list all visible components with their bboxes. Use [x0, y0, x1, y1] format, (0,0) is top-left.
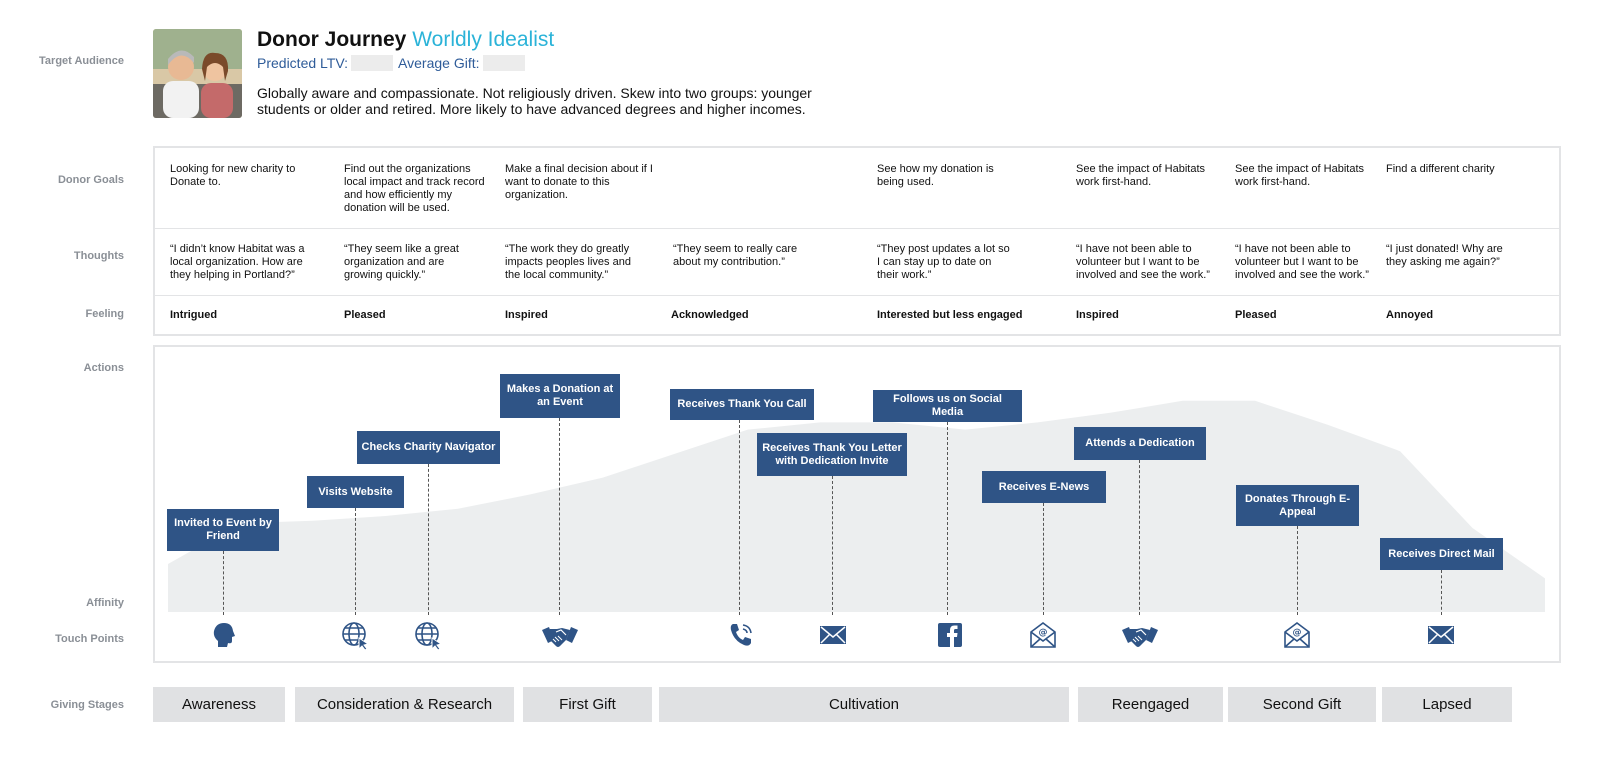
persona-photo: [153, 29, 242, 118]
facebook-icon: [938, 623, 962, 647]
persona-description: Globally aware and compassionate. Not re…: [257, 85, 812, 117]
goal-cell: See the impact of Habitats work first-ha…: [1235, 163, 1365, 188]
thought-cell: “I have not been able to volunteer but I…: [1235, 243, 1369, 281]
feeling-cell: Acknowledged: [671, 309, 749, 321]
connector-line: [1043, 503, 1044, 615]
connector-line: [1441, 570, 1442, 615]
svg-text:@: @: [1293, 628, 1302, 638]
action-box[interactable]: Receives E-News: [982, 471, 1106, 503]
action-box[interactable]: Follows us on Social Media: [873, 390, 1022, 422]
action-box[interactable]: Checks Charity Navigator: [357, 431, 500, 464]
connector-line: [832, 476, 833, 615]
ltv-value-placeholder: [351, 55, 394, 71]
web-icon: [415, 622, 443, 650]
goal-cell: See the impact of Habitats work first-ha…: [1076, 163, 1206, 188]
ltv-label: Predicted LTV:: [257, 55, 349, 71]
row-label-affinity: Affinity: [86, 597, 124, 609]
row-label-actions: Actions: [83, 362, 124, 374]
stage-cultivation: Cultivation: [659, 687, 1069, 722]
connector-line: [559, 418, 560, 615]
svg-text:@: @: [1039, 628, 1048, 638]
title-persona: Worldly Idealist: [412, 28, 555, 51]
connector-line: [739, 420, 740, 615]
action-box[interactable]: Donates Through E-Appeal: [1236, 485, 1359, 526]
title-main: Donor Journey: [257, 28, 407, 51]
mail-icon: [1428, 626, 1454, 644]
row-label-touch-points: Touch Points: [55, 633, 124, 645]
feeling-cell: Interested but less engaged: [877, 309, 1023, 321]
stage-awareness: Awareness: [153, 687, 285, 722]
action-box[interactable]: Receives Thank You Letter with Dedicatio…: [757, 433, 907, 476]
phone-icon: [730, 624, 752, 646]
connector-line: [947, 422, 948, 615]
goal-cell: See how my donation is being used.: [877, 163, 994, 188]
row-label-donor-goals: Donor Goals: [57, 174, 124, 186]
thoughts-divider: [155, 295, 1560, 296]
row-label-thoughts: Thoughts: [73, 250, 124, 262]
row-label-feeling: Feeling: [85, 308, 124, 320]
row-label-giving-stages: Giving Stages: [50, 699, 124, 711]
row-label-target-audience: Target Audience: [39, 55, 124, 67]
goals-divider: [155, 228, 1560, 229]
feeling-cell: Intrigued: [170, 309, 218, 321]
handshake-icon: [1122, 627, 1158, 647]
action-box[interactable]: Makes a Donation at an Event: [500, 374, 620, 418]
feeling-cell: Pleased: [344, 309, 386, 321]
person-icon: [213, 623, 235, 647]
action-box[interactable]: Receives Thank You Call: [670, 389, 814, 420]
stage-first-gift: First Gift: [523, 687, 652, 722]
thought-cell: “They seem to really care about my contr…: [673, 243, 798, 268]
connector-line: [223, 551, 224, 615]
feeling-cell: Annoyed: [1386, 309, 1434, 321]
connector-line: [1297, 526, 1298, 615]
goal-cell: Make a final decision about if I want to…: [505, 163, 653, 201]
stage-reengaged: Reengaged: [1078, 687, 1223, 722]
feeling-cell: Inspired: [505, 309, 548, 321]
thought-cell: “I just donated! Why are they asking me …: [1386, 243, 1503, 268]
goal-cell: Find out the organizations local impact …: [344, 163, 485, 214]
action-box[interactable]: Receives Direct Mail: [1380, 538, 1503, 570]
connector-line: [1139, 460, 1140, 615]
goal-cell: Looking for new charity to Donate to.: [170, 163, 296, 188]
connector-line: [355, 508, 356, 615]
stage-second-gift: Second Gift: [1228, 687, 1376, 722]
email-icon: @: [1284, 622, 1310, 648]
handshake-icon: [542, 627, 578, 647]
action-box[interactable]: Visits Website: [307, 476, 404, 508]
thought-cell: “They seem like a great organization and…: [344, 243, 459, 281]
thought-cell: “The work they do greatly impacts people…: [505, 243, 631, 281]
avg-gift-value-placeholder: [482, 55, 525, 71]
thought-cell: “They post updates a lot so I can stay u…: [877, 243, 1010, 281]
page-title: Donor Journey Worldly Idealist: [257, 28, 554, 52]
connector-line: [428, 464, 429, 615]
feeling-cell: Pleased: [1235, 309, 1277, 321]
email-icon: @: [1030, 622, 1056, 648]
persona-metrics: Predicted LTV: Average Gift:: [257, 55, 530, 71]
action-box[interactable]: Invited to Event by Friend: [167, 509, 279, 551]
donor-goals-panel: [153, 146, 1561, 336]
stage-lapsed: Lapsed: [1382, 687, 1512, 722]
mail-icon: [820, 626, 846, 644]
web-icon: [342, 622, 370, 650]
avg-gift-label: Average Gift:: [398, 55, 480, 71]
feeling-cell: Inspired: [1076, 309, 1119, 321]
thought-cell: “I didn’t know Habitat was a local organ…: [170, 243, 305, 281]
action-box[interactable]: Attends a Dedication: [1074, 427, 1206, 460]
goal-cell: Find a different charity: [1386, 163, 1495, 175]
thought-cell: “I have not been able to volunteer but I…: [1076, 243, 1210, 281]
stage-consideration-research: Consideration & Research: [295, 687, 514, 722]
